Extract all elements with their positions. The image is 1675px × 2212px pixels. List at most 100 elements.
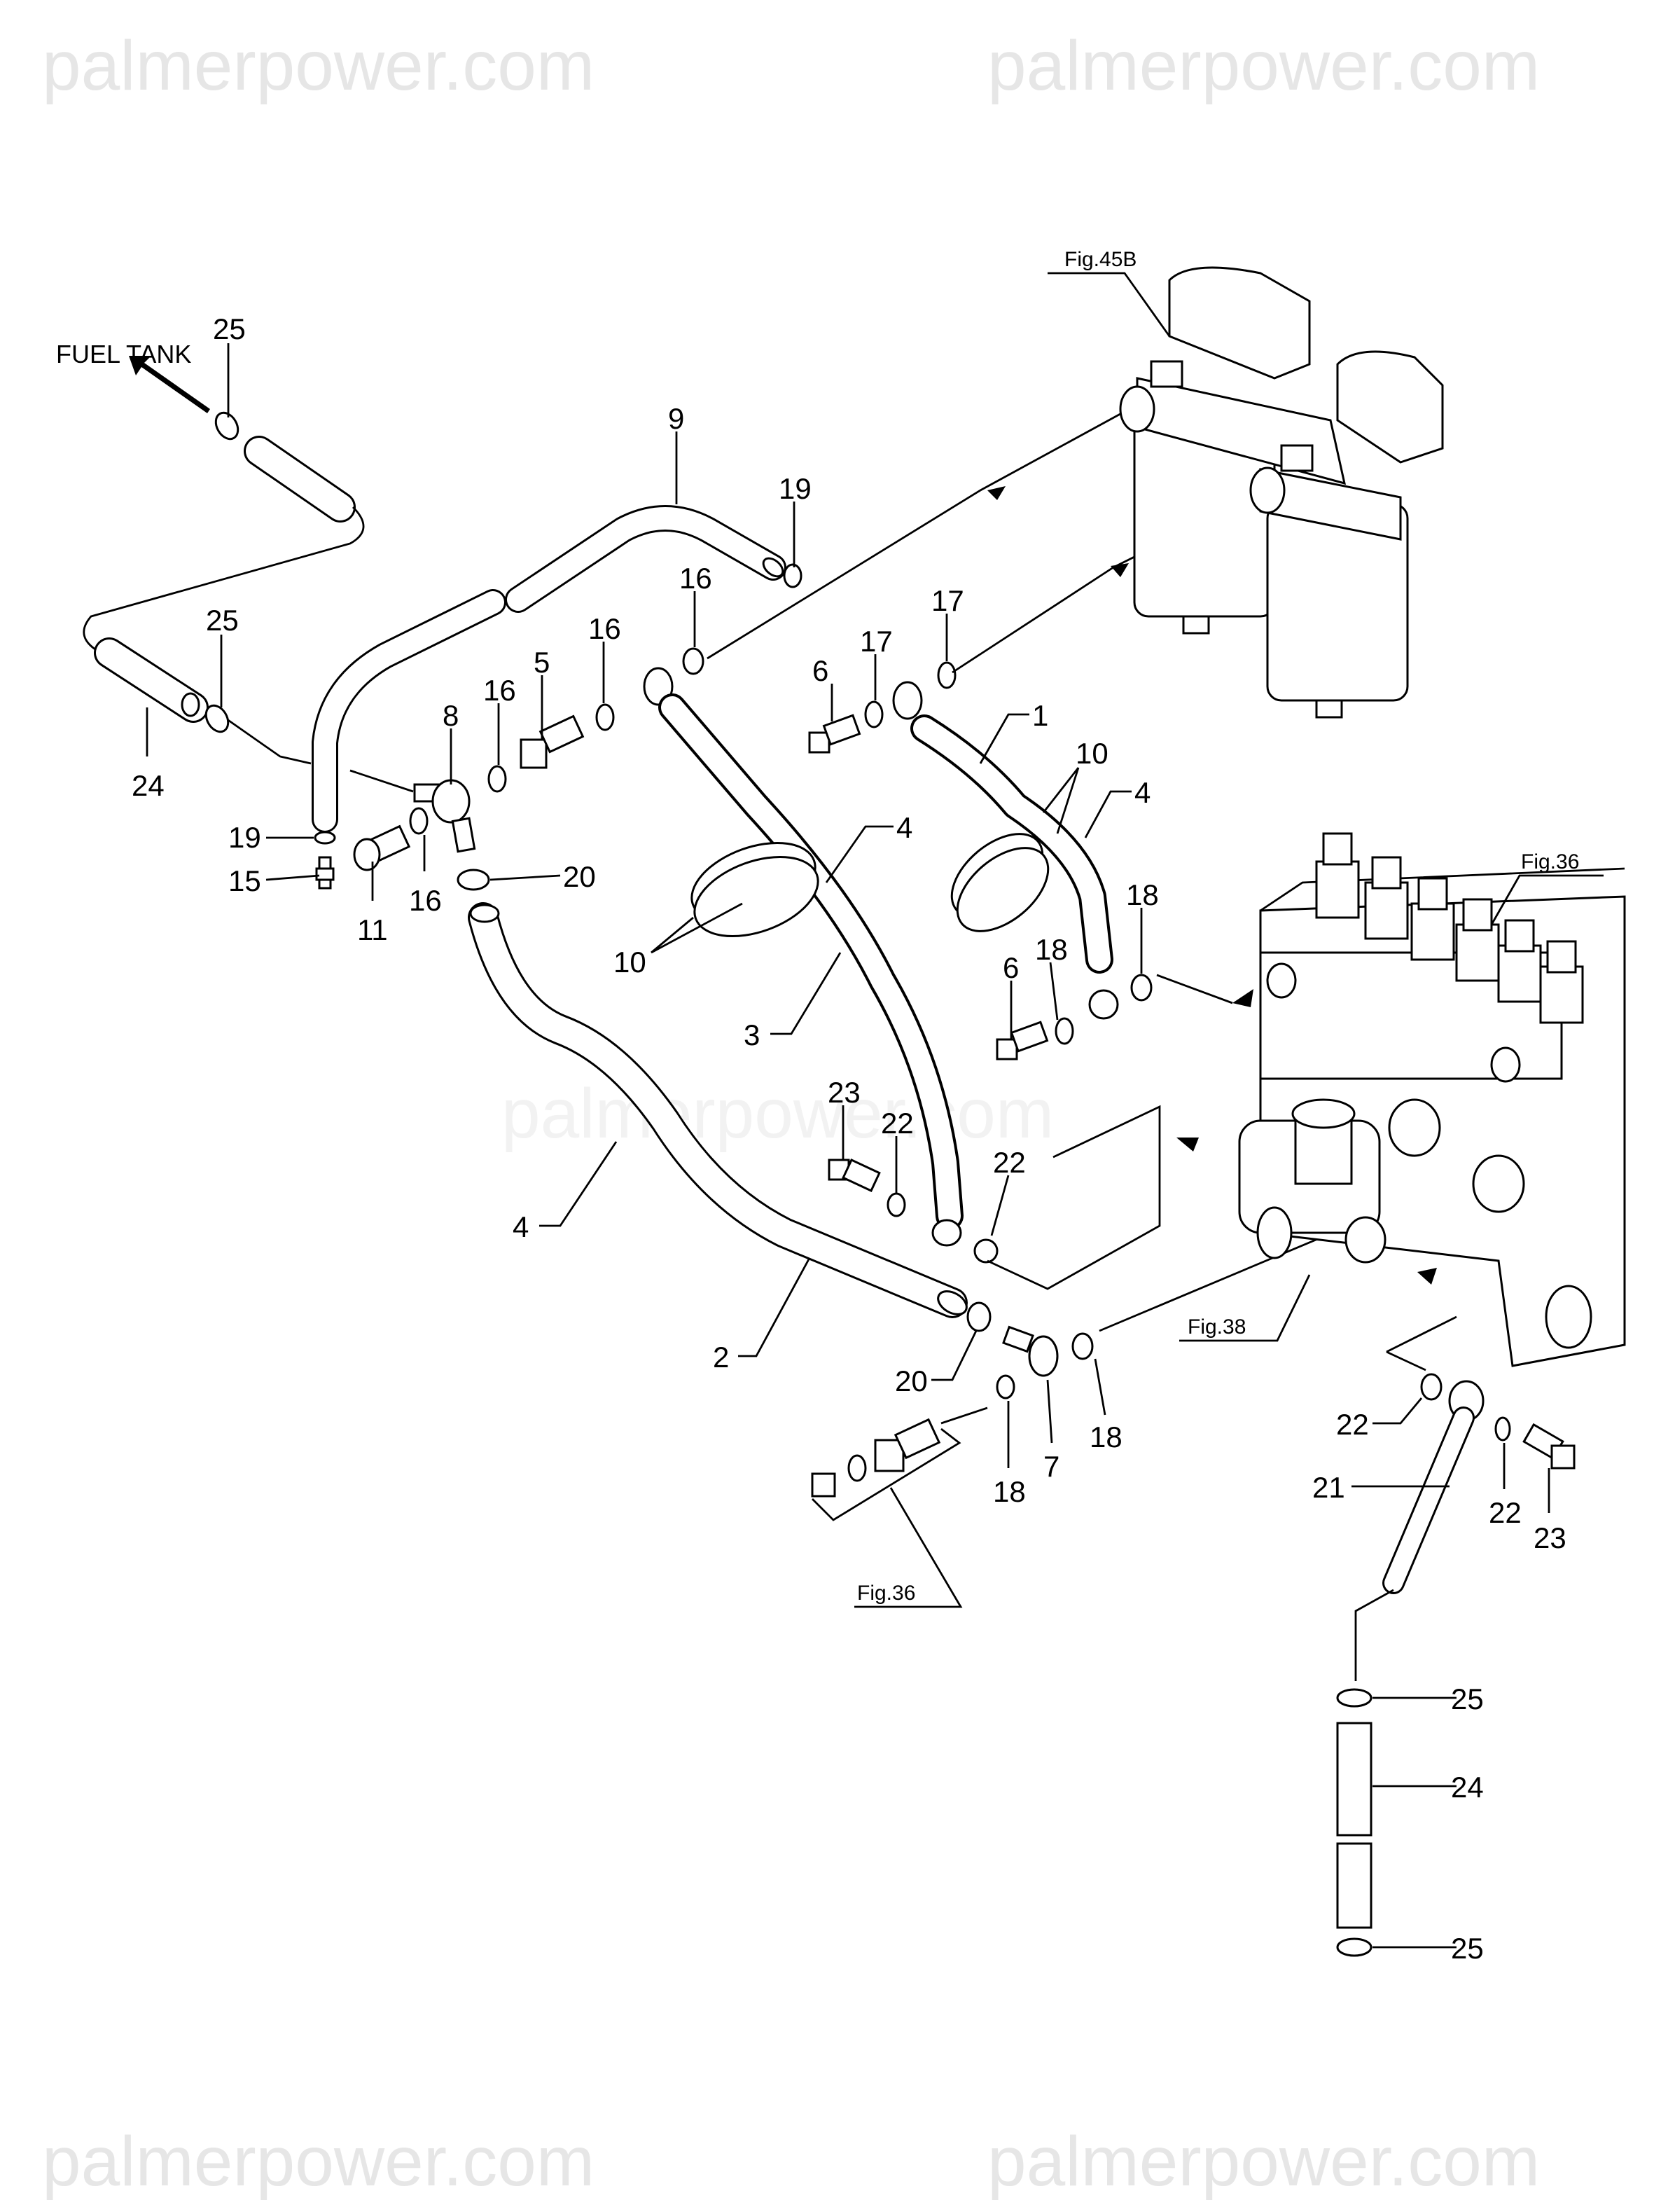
callout-6: 6 (812, 654, 828, 687)
callout-10: 10 (1076, 737, 1108, 770)
svg-text:Fig.38: Fig.38 (1188, 1315, 1246, 1339)
callout-10: 10 (613, 946, 646, 979)
callout-19: 19 (779, 472, 812, 505)
callout-4: 4 (1134, 776, 1151, 809)
washer-16 (595, 703, 615, 731)
figure-ref-45b: Fig.45B (1048, 248, 1171, 337)
bolt-6 (996, 1021, 1049, 1060)
connection-line (707, 489, 1114, 674)
hose-clamp (214, 411, 239, 441)
callout-7: 7 (1043, 1450, 1059, 1483)
callout-15: 15 (228, 864, 261, 897)
hose-clamp (204, 704, 230, 733)
bottom-fittings (811, 1406, 988, 1608)
callout-4: 4 (896, 811, 912, 844)
callout-2: 2 (713, 1341, 729, 1374)
watermark: palmerpower.com (42, 2122, 595, 2201)
washer-22 (1494, 1416, 1511, 1442)
callout-17: 17 (860, 625, 893, 658)
svg-text:Fig.45B: Fig.45B (1064, 248, 1137, 271)
svg-text:Fig.36: Fig.36 (857, 1582, 915, 1605)
callout-1: 1 (1032, 699, 1048, 732)
callout-6: 6 (1003, 951, 1019, 984)
bolt-23 (828, 1159, 881, 1192)
svg-text:Fig.36: Fig.36 (1521, 850, 1579, 873)
washer-22 (973, 1238, 999, 1264)
hose-9 (312, 505, 786, 833)
callout-19: 19 (228, 821, 261, 854)
callout-16: 16 (483, 674, 516, 707)
callout-24: 24 (1451, 1771, 1484, 1804)
watermark: palmerpower.com (987, 2122, 1540, 2201)
hose-1 (892, 681, 1119, 1020)
callout-24: 24 (132, 769, 165, 802)
figure-ref-38: Fig.38 (1179, 1274, 1311, 1342)
callout-18: 18 (1035, 933, 1068, 966)
banjo-8 (413, 779, 476, 853)
callout-25: 25 (1451, 1682, 1484, 1715)
callout-16: 16 (679, 562, 712, 595)
hose-24-lower (1336, 1688, 1372, 1957)
bolt-5 (520, 714, 585, 769)
callout-16: 16 (409, 884, 442, 917)
fuel-tank-label: FUEL TANK (56, 340, 191, 368)
hose-3 (643, 667, 964, 1247)
fuel-filter-assembly (1119, 266, 1444, 719)
callout-5: 5 (534, 646, 550, 679)
callout-25: 25 (213, 312, 246, 345)
washer-18 (1130, 974, 1153, 1002)
hose-2 (468, 902, 968, 1318)
figure-ref-36-top: Fig.36 (1490, 850, 1604, 925)
callout-16: 16 (588, 612, 621, 645)
bolt-23 (1522, 1423, 1576, 1470)
callout-22: 22 (993, 1146, 1026, 1179)
callout-25: 25 (206, 604, 239, 637)
callout-23: 23 (1534, 1521, 1566, 1554)
washer-22 (887, 1192, 906, 1217)
callout-18: 18 (993, 1475, 1026, 1508)
banjo-21 (1354, 1380, 1485, 1681)
watermark: palmerpower.com (42, 27, 595, 105)
callout-21: 21 (1312, 1471, 1345, 1504)
washer-16 (409, 807, 429, 835)
injection-pump (1238, 832, 1626, 1367)
washer-18 (996, 1374, 1015, 1399)
figure-ref-36-bottom: Fig.36 (857, 1582, 915, 1605)
callout-22: 22 (1489, 1496, 1522, 1529)
washer-18 (1055, 1017, 1074, 1045)
callout-9: 9 (668, 402, 684, 435)
connection-line (1386, 1315, 1457, 1371)
clamp-20 (457, 869, 490, 891)
callout-8: 8 (443, 699, 459, 732)
clamp-20 (966, 1301, 992, 1332)
callout-18: 18 (1126, 878, 1159, 911)
washer-19 (783, 563, 802, 588)
washer-17 (864, 700, 884, 728)
callout-4: 4 (513, 1210, 529, 1243)
hose-24-upper (83, 436, 365, 765)
leader-lines (146, 343, 1550, 1949)
callout-20: 20 (895, 1364, 928, 1397)
callout-11: 11 (357, 913, 388, 946)
eye-bolt-11 (353, 824, 411, 871)
flow-arrow-icon (129, 356, 210, 413)
callout-18: 18 (1090, 1420, 1123, 1453)
callout-17: 17 (931, 584, 964, 617)
elbow-7 (1002, 1325, 1059, 1377)
callout-25: 25 (1451, 1932, 1484, 1965)
washer-16 (682, 647, 704, 675)
clamp-19 (314, 831, 336, 845)
callout-23: 23 (828, 1076, 861, 1109)
washer-16 (487, 765, 507, 793)
watermark: palmerpower.com (987, 27, 1540, 105)
watermark: palmerpower.com (501, 1074, 1054, 1153)
washer-18 (1071, 1332, 1094, 1360)
callout-22: 22 (881, 1107, 914, 1140)
bolt-6 (808, 714, 861, 754)
callout-20: 20 (563, 860, 596, 893)
callout-22: 22 (1336, 1408, 1369, 1441)
fitting-15 (315, 856, 335, 890)
washer-17 (937, 661, 957, 689)
washer-22 (1420, 1373, 1443, 1401)
